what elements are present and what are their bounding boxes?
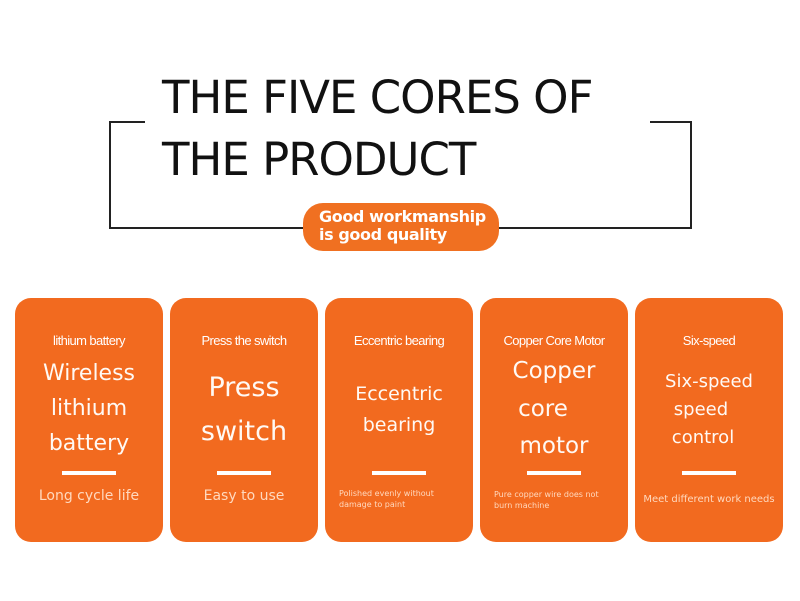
card-big-line: Wireless bbox=[42, 361, 136, 386]
frame-left-top-tick bbox=[109, 121, 145, 123]
card-heading: lithium battery bbox=[53, 333, 126, 348]
card-big-line: core bbox=[518, 396, 568, 422]
card-big-line: speed bbox=[673, 399, 729, 420]
card-caption: Polished evenly without damage to paint bbox=[339, 489, 434, 509]
card-caption: Pure copper wire does not burn machine bbox=[494, 490, 599, 510]
frame-bottom-left bbox=[109, 227, 303, 229]
card-big-line: control bbox=[671, 427, 735, 448]
card-caption: Easy to use bbox=[203, 488, 285, 504]
card-caption: Meet different work needs bbox=[643, 494, 775, 505]
card-divider bbox=[527, 471, 581, 475]
card-heading: Copper Core Motor bbox=[503, 333, 605, 348]
quality-badge-line-2: is good quality bbox=[319, 225, 447, 244]
feature-card-motor: Copper Core Motor Copper core motor Pure… bbox=[480, 298, 628, 542]
card-divider bbox=[217, 471, 271, 475]
feature-card-battery: lithium battery Wireless lithium battery… bbox=[15, 298, 163, 542]
quality-badge: Good workmanship is good quality bbox=[303, 203, 499, 251]
card-big-line: motor bbox=[519, 433, 589, 459]
card-caption: Long cycle life bbox=[38, 488, 140, 504]
card-big-line: switch bbox=[200, 416, 288, 447]
title-line-2: THE PRODUCT bbox=[162, 133, 476, 186]
title-line-1: THE FIVE CORES OF bbox=[162, 71, 593, 124]
card-heading: Eccentric bearing bbox=[353, 333, 445, 348]
card-big-line: Eccentric bbox=[355, 383, 443, 405]
page-title: THE FIVE CORES OF THE PRODUCT bbox=[162, 70, 632, 188]
card-big-line: Six-speed bbox=[665, 371, 753, 392]
frame-left-vertical bbox=[109, 121, 111, 229]
card-divider bbox=[682, 471, 736, 475]
card-big-line: battery bbox=[48, 431, 130, 456]
frame-bottom-right bbox=[499, 227, 692, 229]
card-divider bbox=[62, 471, 116, 475]
card-divider bbox=[372, 471, 426, 475]
card-big-line: lithium bbox=[50, 396, 128, 421]
card-heading: Press the switch bbox=[201, 333, 287, 348]
frame-right-vertical bbox=[690, 121, 692, 229]
frame-right-top-tick bbox=[650, 121, 692, 123]
card-big-line: Copper bbox=[512, 358, 596, 384]
quality-badge-line-1: Good workmanship bbox=[319, 207, 486, 226]
feature-card-switch: Press the switch Press switch Easy to us… bbox=[170, 298, 318, 542]
card-big-line: bearing bbox=[362, 414, 436, 436]
feature-card-bearing: Eccentric bearing Eccentric bearing Poli… bbox=[325, 298, 473, 542]
feature-card-speed: Six-speed Six-speed speed control Meet d… bbox=[635, 298, 783, 542]
card-big-line: Press bbox=[208, 372, 280, 403]
card-heading: Six-speed bbox=[682, 333, 736, 348]
